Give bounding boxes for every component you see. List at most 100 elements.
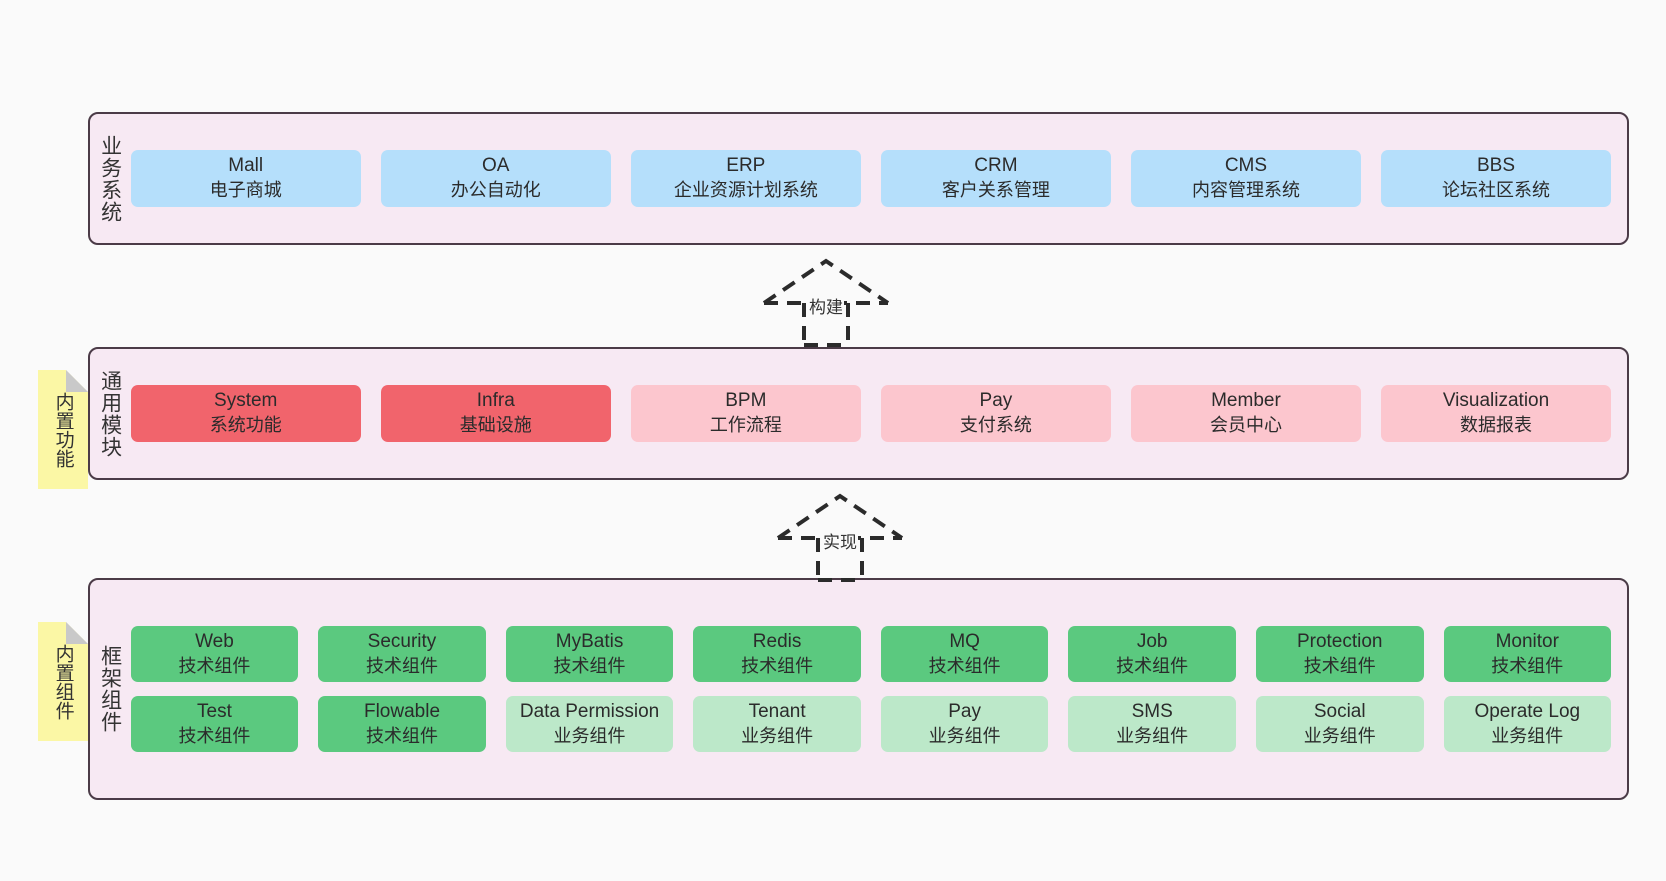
card-title: Test: [197, 701, 232, 722]
card-mq[interactable]: MQ 技术组件: [880, 625, 1049, 682]
layer-common-module-body: System 系统功能 Infra 基础设施 BPM 工作流程 Pay 支付系统…: [125, 349, 1627, 478]
sticky-note-builtin-function: 内置功能: [38, 370, 88, 489]
card-subtitle: 业务组件: [741, 725, 814, 746]
card-tenant[interactable]: Tenant 业务组件: [693, 696, 861, 753]
card-title: Tenant: [748, 701, 806, 722]
card-title: Pay: [979, 390, 1013, 412]
card-title: CRM: [974, 155, 1018, 177]
connector-build: 构建: [756, 255, 906, 347]
card-title: Operate Log: [1474, 701, 1581, 722]
card-protection[interactable]: Protection 技术组件: [1255, 625, 1424, 682]
card-member[interactable]: Member 会员中心: [1130, 385, 1361, 442]
card-pay-component[interactable]: Pay 业务组件: [880, 696, 1049, 753]
card-subtitle: 技术组件: [1116, 655, 1189, 676]
card-pay-module[interactable]: Pay 支付系统: [880, 385, 1111, 442]
card-subtitle: 技术组件: [928, 655, 1001, 676]
card-infra[interactable]: Infra 基础设施: [380, 385, 611, 442]
sticky-note-builtin-function-text: 内置功能: [52, 391, 74, 468]
card-title: Member: [1211, 390, 1281, 412]
card-mybatis[interactable]: MyBatis 技术组件: [505, 625, 674, 682]
card-subtitle: 系统功能: [209, 415, 282, 436]
card-subtitle: 会员中心: [1209, 415, 1282, 436]
sticky-note-builtin-component-text: 内置组件: [52, 643, 74, 720]
card-data-permission[interactable]: Data Permission 业务组件: [505, 696, 674, 753]
card-subtitle: 客户关系管理: [941, 180, 1050, 201]
card-title: SMS: [1131, 701, 1173, 722]
card-title: Pay: [948, 701, 981, 722]
card-row: Test 技术组件 Flowable 技术组件 Data Permission …: [130, 696, 1612, 753]
card-title: Flowable: [363, 701, 441, 722]
card-subtitle: 技术组件: [365, 725, 438, 746]
card-title: Redis: [752, 630, 802, 652]
card-title: System: [214, 390, 278, 412]
card-title: Visualization: [1442, 390, 1550, 412]
card-subtitle: 办公自动化: [450, 180, 541, 201]
layer-framework-component-caption: 框架组件: [98, 645, 122, 733]
layer-business-system-caption: 业务系统: [98, 134, 122, 223]
card-title: Job: [1136, 630, 1168, 652]
connector-build-arrow: [762, 258, 890, 347]
card-subtitle: 技术组件: [553, 655, 626, 676]
card-title: Data Permission: [519, 701, 660, 722]
card-visualization[interactable]: Visualization 数据报表: [1380, 385, 1612, 442]
card-operate-log[interactable]: Operate Log 业务组件: [1443, 696, 1612, 753]
card-subtitle: 内容管理系统: [1191, 180, 1300, 201]
card-title: BPM: [725, 390, 767, 412]
card-monitor[interactable]: Monitor 技术组件: [1443, 625, 1612, 682]
card-subtitle: 业务组件: [1116, 725, 1189, 746]
card-subtitle: 技术组件: [178, 725, 251, 746]
card-test[interactable]: Test 技术组件: [130, 696, 299, 753]
card-redis[interactable]: Redis 技术组件: [693, 625, 861, 682]
card-bpm[interactable]: BPM 工作流程: [630, 385, 861, 442]
card-oa[interactable]: OA 办公自动化: [380, 150, 611, 207]
card-flowable[interactable]: Flowable 技术组件: [318, 696, 486, 753]
card-subtitle: 电子商城: [209, 180, 282, 201]
card-subtitle: 技术组件: [178, 655, 251, 676]
layer-common-module-caption: 通用模块: [98, 369, 122, 458]
layer-common-module: 通用模块 System 系统功能 Infra 基础设施 BPM 工作流程 Pay…: [88, 347, 1629, 480]
layer-business-system-body: Mall 电子商城 OA 办公自动化 ERP 企业资源计划系统 CRM 客户关系…: [125, 114, 1627, 243]
card-system[interactable]: System 系统功能: [130, 385, 361, 442]
card-job[interactable]: Job 技术组件: [1068, 625, 1236, 682]
card-title: BBS: [1477, 155, 1516, 177]
card-title: Security: [367, 630, 437, 652]
card-subtitle: 企业资源计划系统: [673, 180, 818, 201]
card-subtitle: 业务组件: [1303, 725, 1376, 746]
card-subtitle: 技术组件: [1303, 655, 1376, 676]
card-title: Infra: [476, 390, 515, 412]
connector-build-label: 构建: [808, 293, 844, 318]
card-title: MyBatis: [555, 630, 624, 652]
card-crm[interactable]: CRM 客户关系管理: [880, 150, 1111, 207]
card-title: CMS: [1224, 155, 1268, 177]
card-subtitle: 支付系统: [959, 415, 1032, 436]
card-title: Protection: [1296, 630, 1383, 652]
card-subtitle: 业务组件: [1491, 725, 1564, 746]
card-subtitle: 数据报表: [1460, 415, 1533, 436]
card-security[interactable]: Security 技术组件: [318, 625, 486, 682]
layer-framework-component: 框架组件 Web 技术组件 Security 技术组件 MyBatis 技术组件…: [88, 578, 1629, 800]
card-title: Web: [195, 630, 234, 652]
card-sms[interactable]: SMS 业务组件: [1068, 696, 1236, 753]
card-subtitle: 技术组件: [741, 655, 814, 676]
card-cms[interactable]: CMS 内容管理系统: [1130, 150, 1361, 207]
card-row: Web 技术组件 Security 技术组件 MyBatis 技术组件 Redi…: [130, 625, 1612, 682]
card-mall[interactable]: Mall 电子商城: [130, 150, 361, 207]
connector-implement-label: 实现: [822, 528, 858, 553]
card-title: MQ: [949, 630, 980, 652]
card-title: ERP: [726, 155, 766, 177]
card-erp[interactable]: ERP 企业资源计划系统: [630, 150, 861, 207]
card-subtitle: 业务组件: [928, 725, 1001, 746]
card-subtitle: 工作流程: [709, 415, 782, 436]
card-title: Monitor: [1495, 630, 1559, 652]
card-title: OA: [482, 155, 510, 177]
connector-implement: 实现: [770, 490, 920, 582]
card-subtitle: 基础设施: [459, 415, 532, 436]
card-row: Mall 电子商城 OA 办公自动化 ERP 企业资源计划系统 CRM 客户关系…: [130, 150, 1612, 207]
card-subtitle: 业务组件: [553, 725, 626, 746]
card-subtitle: 技术组件: [1491, 655, 1564, 676]
card-social[interactable]: Social 业务组件: [1255, 696, 1424, 753]
card-row: System 系统功能 Infra 基础设施 BPM 工作流程 Pay 支付系统…: [130, 385, 1612, 442]
card-bbs[interactable]: BBS 论坛社区系统: [1380, 150, 1612, 207]
layer-framework-component-body: Web 技术组件 Security 技术组件 MyBatis 技术组件 Redi…: [125, 580, 1627, 798]
card-web[interactable]: Web 技术组件: [130, 625, 299, 682]
